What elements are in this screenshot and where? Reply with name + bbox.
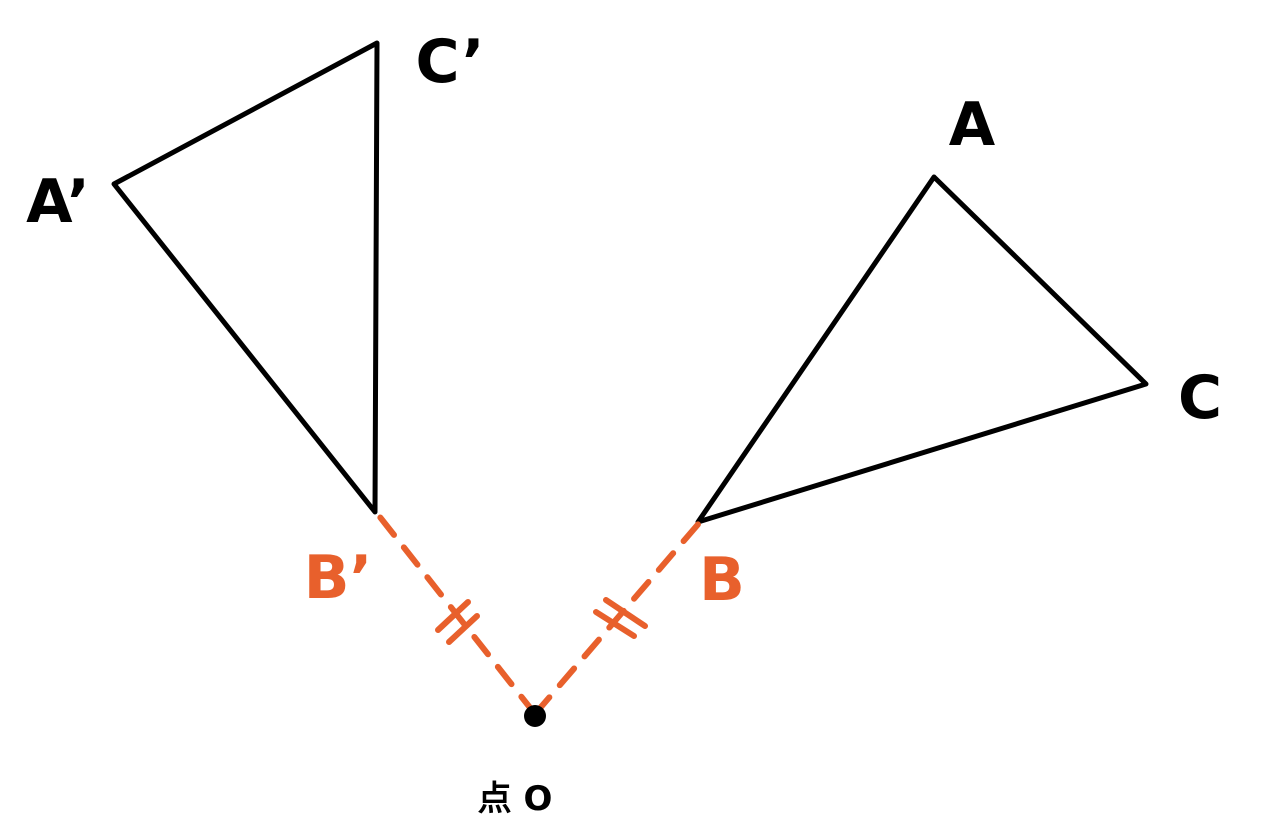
tick-marks-o-b bbox=[593, 597, 648, 639]
segment-o-b bbox=[532, 519, 703, 717]
center-point-o bbox=[524, 705, 546, 727]
label-b-prime: B’ bbox=[304, 543, 373, 613]
label-center-o: 点 O bbox=[478, 779, 553, 819]
triangle-a-prime-b-prime-c-prime bbox=[111, 40, 380, 515]
label-a-prime: A’ bbox=[26, 167, 90, 237]
label-c-prime: C’ bbox=[415, 27, 484, 97]
tick-marks-o-b-prime bbox=[435, 599, 480, 645]
label-c: C bbox=[1178, 363, 1222, 433]
triangle-abc bbox=[695, 174, 1149, 525]
label-a: A bbox=[949, 90, 996, 160]
label-b: B bbox=[699, 545, 745, 615]
